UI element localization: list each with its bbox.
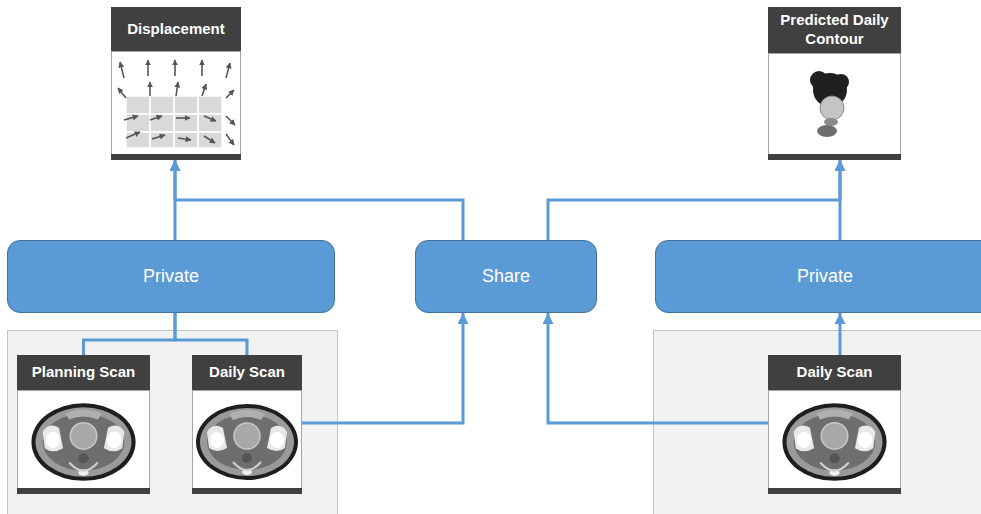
flow-arrow [548, 313, 768, 423]
scan-tile: Daily Scan [768, 355, 901, 494]
ct-scan-image [192, 391, 302, 495]
scan-tile: Daily Scan [192, 355, 302, 494]
shared-module: Share [415, 240, 597, 313]
flow-arrow [548, 160, 840, 240]
tile-header: Daily Scan [768, 355, 901, 390]
tile-header: Predicted Daily Contour [768, 7, 901, 53]
private-module: Private [655, 240, 981, 313]
flow-arrow [839, 313, 842, 355]
flow-arrow [175, 160, 463, 240]
module-label: Private [797, 266, 853, 287]
output-tile: Displacement [111, 7, 241, 160]
ct-scan-image [17, 391, 150, 495]
tile-header: Planning Scan [17, 355, 150, 390]
output-tile: Predicted Daily Contour [768, 7, 901, 160]
scan-tile: Planning Scan [17, 355, 150, 494]
tile-header: Displacement [111, 7, 241, 51]
contour-image [768, 54, 901, 161]
bracket-line [84, 313, 176, 355]
bracket-line [175, 313, 247, 355]
displacement-field [111, 52, 241, 161]
tile-header: Daily Scan [192, 355, 302, 390]
module-label: Share [482, 266, 530, 287]
private-module: Private [7, 240, 335, 313]
ct-scan-image [768, 391, 901, 495]
flow-arrow [302, 313, 463, 423]
flow-arrow [839, 160, 842, 240]
input-panel [8, 331, 338, 514]
module-label: Private [143, 266, 199, 287]
